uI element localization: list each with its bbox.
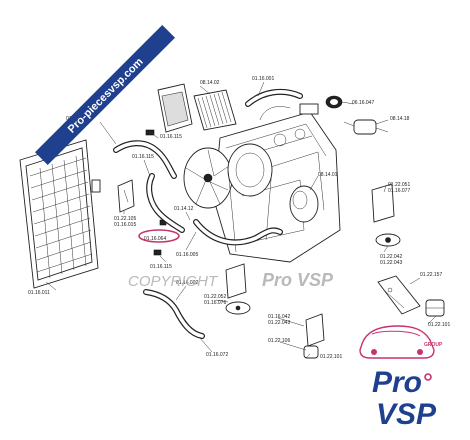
label-01-16-011: 01.16.011 — [28, 290, 50, 296]
oil-filter — [289, 185, 319, 223]
center-watermark: COPYRIGHT Pro VSP — [128, 270, 334, 290]
label-01-22-052: 01.22.052 — [204, 294, 226, 300]
label-01-16-001: 01.16.001 — [252, 76, 274, 82]
label-01-16-115-c: 01.16.115 — [150, 264, 172, 270]
cooling-fan — [183, 147, 233, 209]
drive-belt — [227, 143, 273, 253]
label-01-16-076: 01.16.076 — [204, 300, 226, 306]
pro-vsp-logo: GROUP Pro VSP — [359, 325, 443, 431]
logo-dot-icon — [424, 373, 432, 381]
label-01-22-043-a: 01.22.043 — [380, 260, 402, 266]
car-icon — [359, 325, 435, 359]
label-08-14-01: 08.14.01 — [318, 172, 338, 178]
highlight-ring — [138, 229, 180, 243]
label-01-22-105-a: 01.22.105 — [114, 216, 136, 222]
logo-pro: Pro — [372, 366, 422, 399]
gearbox-mount-bracket — [377, 275, 421, 315]
leader-lines — [45, 81, 437, 359]
upper-radiator-hose — [113, 140, 177, 179]
label-01-16-064: 01.16.064 — [144, 236, 166, 242]
site-banner: Pro-piecesvsp.com — [34, 24, 176, 166]
label-08-14-18: 08.14.18 — [390, 116, 410, 122]
label-01-22-157: 01.22.157 — [420, 272, 442, 278]
air-filter-housing — [157, 83, 193, 133]
label-01-22-106: 01.22.106 — [268, 338, 290, 344]
bypass-hose — [146, 173, 185, 233]
label-01-14-12: 01.14.12 — [174, 206, 194, 212]
label-01-22-043-b: 01.22.043 — [268, 320, 290, 326]
label-01-16-005: 01.16.005 — [176, 252, 198, 258]
radiator-fins — [29, 155, 93, 279]
label-01-16-002: 01.16.002 — [176, 280, 198, 286]
label-01-22-101-b: 01.22.101 — [320, 354, 342, 360]
gearbox-silentbloc — [425, 299, 445, 317]
label-01-22-042-a: 01.22.042 — [380, 254, 402, 260]
logo-group: GROUP — [424, 342, 443, 348]
label-01-22-101: 01.22.101 — [428, 322, 450, 328]
label-01-16-015: 01.16.015 — [114, 222, 136, 228]
banner-text: Pro-piecesvsp.com — [66, 56, 146, 136]
heater-hose — [245, 88, 303, 107]
label-01-16-042: 01.16.042 — [268, 314, 290, 320]
label-01-16-115-a: 01.16.115 — [160, 134, 182, 140]
label-01-16-072: 01.16.072 — [206, 352, 228, 358]
lower-silentbloc — [303, 345, 319, 359]
left-engine-bracket — [117, 179, 135, 213]
lower-mount-bracket — [305, 313, 325, 347]
engine-mount-right — [371, 183, 401, 247]
label-01-22-051: 01.22.051 — [388, 182, 410, 188]
fuel-filter — [343, 119, 389, 135]
label-06-16-047: 06.16.047 — [352, 100, 374, 106]
logo-vsp: VSP — [376, 398, 437, 431]
engine-mount-center — [225, 263, 251, 315]
hose-clip — [325, 95, 343, 109]
air-filter-element — [193, 89, 237, 131]
watermark-copyright: COPYRIGHT — [128, 273, 219, 290]
watermark-brand: Pro VSP — [262, 270, 334, 290]
label-08-14-02: 08.14.02 — [200, 80, 220, 86]
lower-radiator-hose — [193, 219, 283, 246]
radiator — [19, 139, 101, 289]
bottom-hose — [143, 289, 205, 339]
label-01-16-077: 01.16.077 — [388, 188, 410, 194]
label-01-16-115-b: 01.16.115 — [132, 154, 154, 160]
